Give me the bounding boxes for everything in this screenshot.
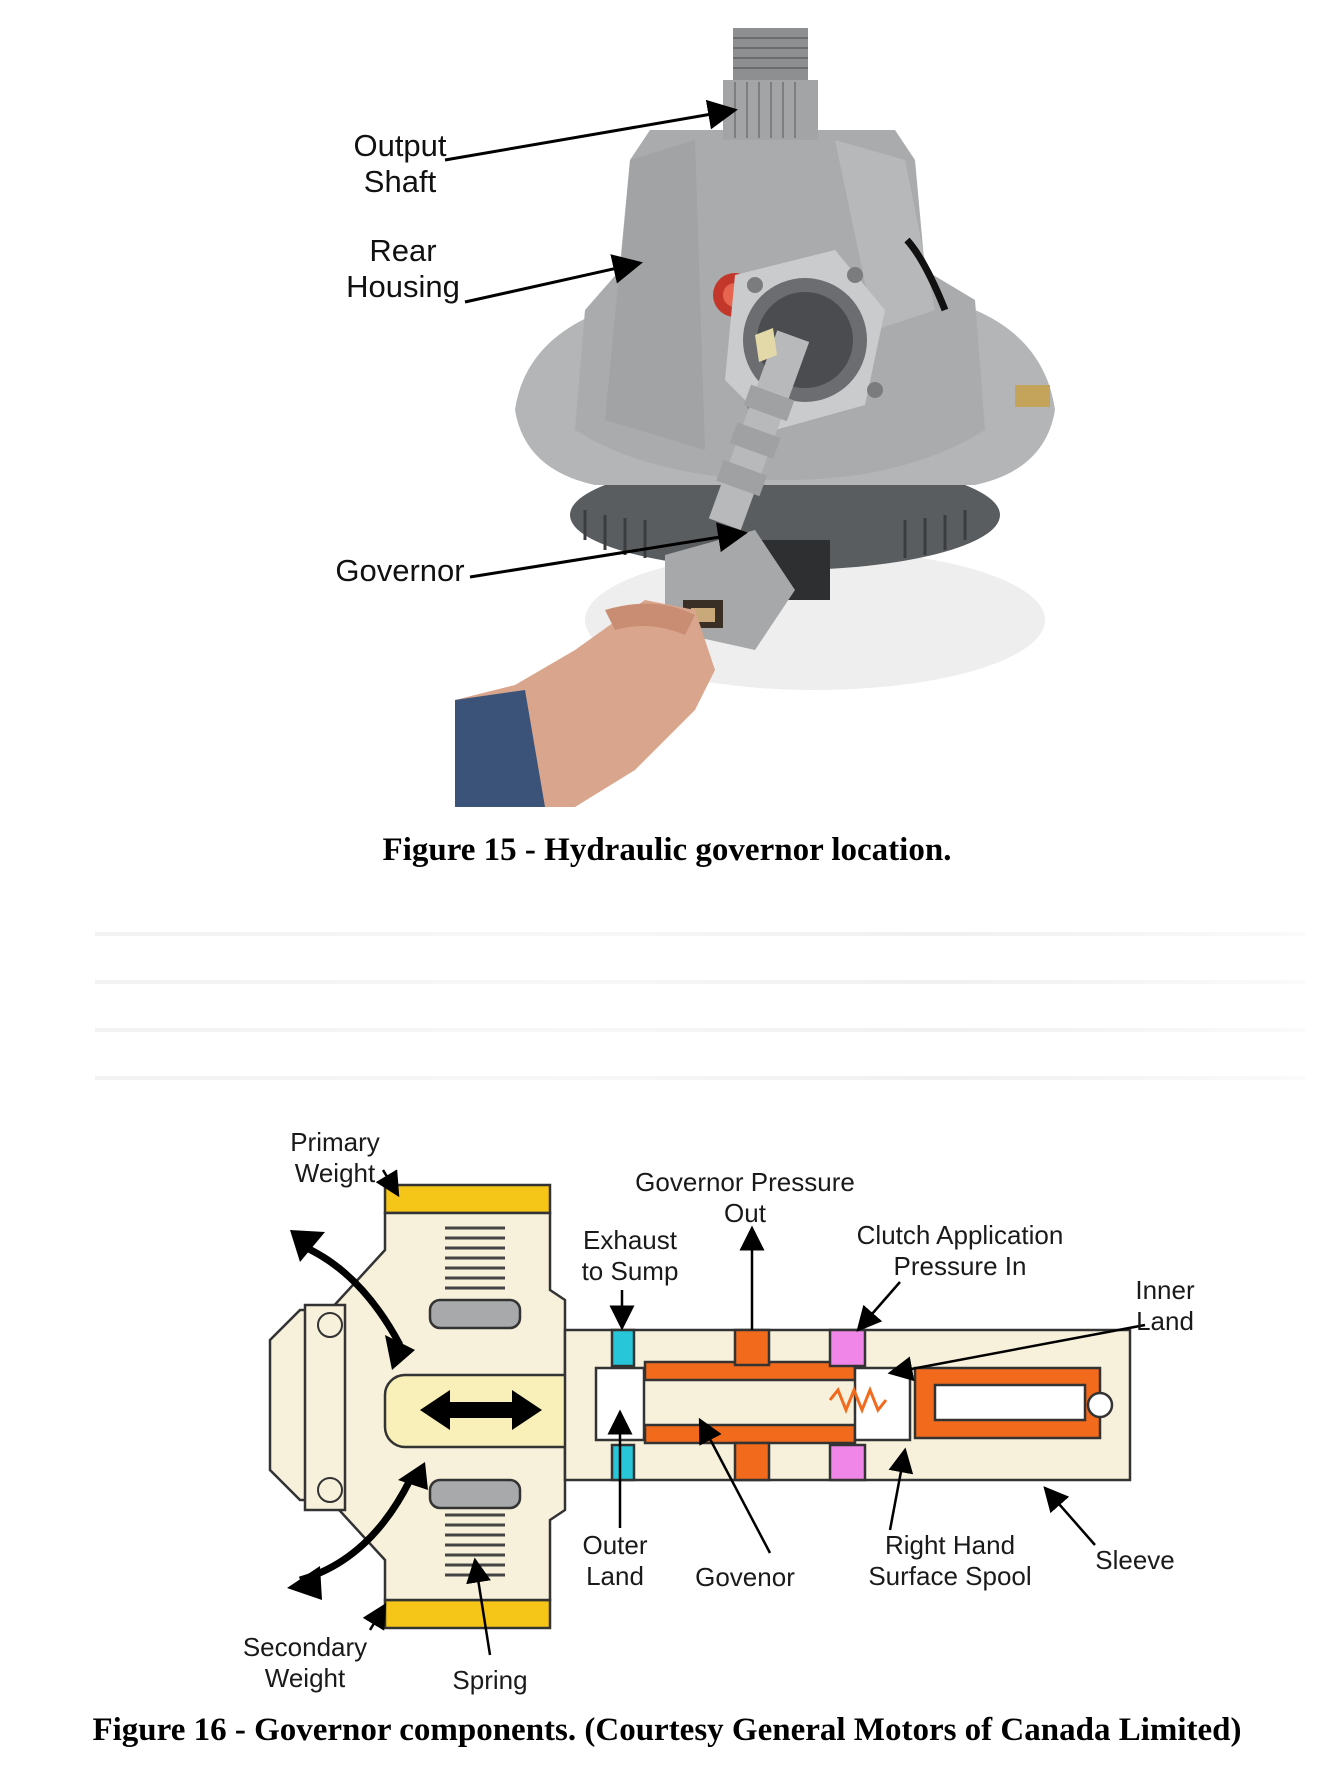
- label-right-hand-surface-spool: Right Hand Surface Spool: [860, 1530, 1040, 1592]
- figure-15-caption: Figure 15 - Hydraulic governor location.: [382, 832, 952, 868]
- end-cap: [303, 1303, 347, 1512]
- governor-bore: [563, 1328, 1132, 1482]
- primary-weight-bar: [383, 1183, 552, 1215]
- label-exhaust-line2: to Sump: [581, 1256, 679, 1286]
- label-rear-housing-line2: Housing: [346, 269, 460, 304]
- label-secondary-weight-line1: Secondary: [242, 1632, 368, 1662]
- exhaust-port-bottom: [610, 1443, 636, 1482]
- label-right-hand-line1: Right Hand: [884, 1530, 1016, 1560]
- label-governor-pressure-line1: Governor Pressure: [635, 1167, 855, 1197]
- label-primary-weight-line2: Weight: [294, 1158, 376, 1188]
- passage-lower: [643, 1423, 857, 1445]
- leader-inner-land: [887, 1323, 1146, 1382]
- inner-land: [853, 1366, 912, 1442]
- lower-spring: [445, 1513, 505, 1577]
- label-primary-weight: Primary Weight: [280, 1127, 390, 1189]
- motion-arrow-upper: [298, 1241, 404, 1347]
- passage-upper: [643, 1360, 857, 1382]
- lower-pivot: [317, 1477, 343, 1503]
- label-govenor: Govenor: [695, 1562, 795, 1592]
- label-clutch-line1: Clutch Application: [856, 1220, 1064, 1250]
- motion-arrow-lower-head: [287, 1566, 322, 1600]
- label-outer-land-line2: Land: [586, 1561, 644, 1591]
- lower-spring-cap: [428, 1478, 522, 1510]
- motion-arrow-upper-head2: [385, 1335, 415, 1370]
- label-rear-housing: Rear Housing: [333, 233, 473, 305]
- label-rear-housing-line1: Rear: [369, 233, 437, 268]
- label-outer-land: Outer Land: [570, 1530, 660, 1592]
- leader-secondary-weight: [362, 1602, 387, 1631]
- outer-land: [594, 1366, 646, 1442]
- secondary-weight-bar: [383, 1598, 552, 1630]
- label-output-shaft-line2: Shaft: [363, 164, 437, 199]
- upper-pivot: [317, 1312, 343, 1338]
- clutch-port-top: [828, 1328, 867, 1368]
- weight-housing: [268, 1211, 567, 1602]
- port-governor-out-top: [733, 1328, 771, 1367]
- right-hand-spring: [828, 1385, 888, 1415]
- leader-clutch: [856, 1281, 901, 1332]
- label-secondary-weight-line2: Weight: [264, 1663, 346, 1693]
- upper-spring-cap: [428, 1298, 522, 1330]
- motion-arrow-upper-head: [290, 1230, 325, 1262]
- upper-spring: [445, 1226, 505, 1290]
- faded-paragraph: [95, 888, 1305, 1108]
- leader-govenor: [698, 1417, 772, 1554]
- label-secondary-weight: Secondary Weight: [235, 1632, 375, 1694]
- label-primary-weight-line1: Primary: [290, 1127, 380, 1157]
- sleeve-plug: [1086, 1391, 1114, 1419]
- label-exhaust-line1: Exhaust: [583, 1225, 677, 1255]
- label-clutch-application: Clutch Application Pressure In: [840, 1220, 1080, 1282]
- label-output-shaft-line1: Output: [353, 128, 447, 163]
- label-output-shaft: Output Shaft: [340, 128, 460, 200]
- leader-right-hand: [888, 1447, 914, 1531]
- governor-location-photo: [455, 10, 1098, 807]
- label-exhaust-to-sump: Exhaust to Sump: [565, 1225, 695, 1287]
- label-outer-land-line1: Outer: [582, 1530, 648, 1560]
- label-sleeve: Sleeve: [1095, 1545, 1175, 1575]
- spool-shaft: [383, 1373, 597, 1449]
- label-inner-land-line2: Land: [1136, 1306, 1194, 1336]
- label-governor-pressure-line2: Out: [724, 1198, 766, 1228]
- clutch-port-bottom: [828, 1443, 867, 1482]
- inner-slot-core: [933, 1383, 1087, 1422]
- label-inner-land-line1: Inner: [1135, 1275, 1195, 1305]
- label-right-hand-line2: Surface Spool: [868, 1561, 1032, 1591]
- leader-sleeve: [1043, 1486, 1096, 1546]
- label-inner-land: Inner Land: [1125, 1275, 1205, 1337]
- inner-slot: [913, 1366, 1102, 1440]
- label-spring: Spring: [452, 1665, 528, 1695]
- figure-15: [455, 10, 1098, 807]
- motion-arrow-lower: [299, 1478, 414, 1584]
- leader-spring: [466, 1557, 492, 1656]
- label-governor: Governor: [335, 553, 465, 588]
- port-governor-out-bottom: [733, 1441, 771, 1482]
- motion-arrow-lower-head2: [398, 1462, 428, 1490]
- label-governor-pressure-out: Governor Pressure Out: [615, 1167, 875, 1229]
- double-arrow: [420, 1390, 542, 1430]
- exhaust-port-top: [610, 1328, 636, 1368]
- label-clutch-line2: Pressure In: [893, 1251, 1027, 1281]
- figure-16-caption: Figure 16 - Governor components. (Courte…: [92, 1712, 1242, 1748]
